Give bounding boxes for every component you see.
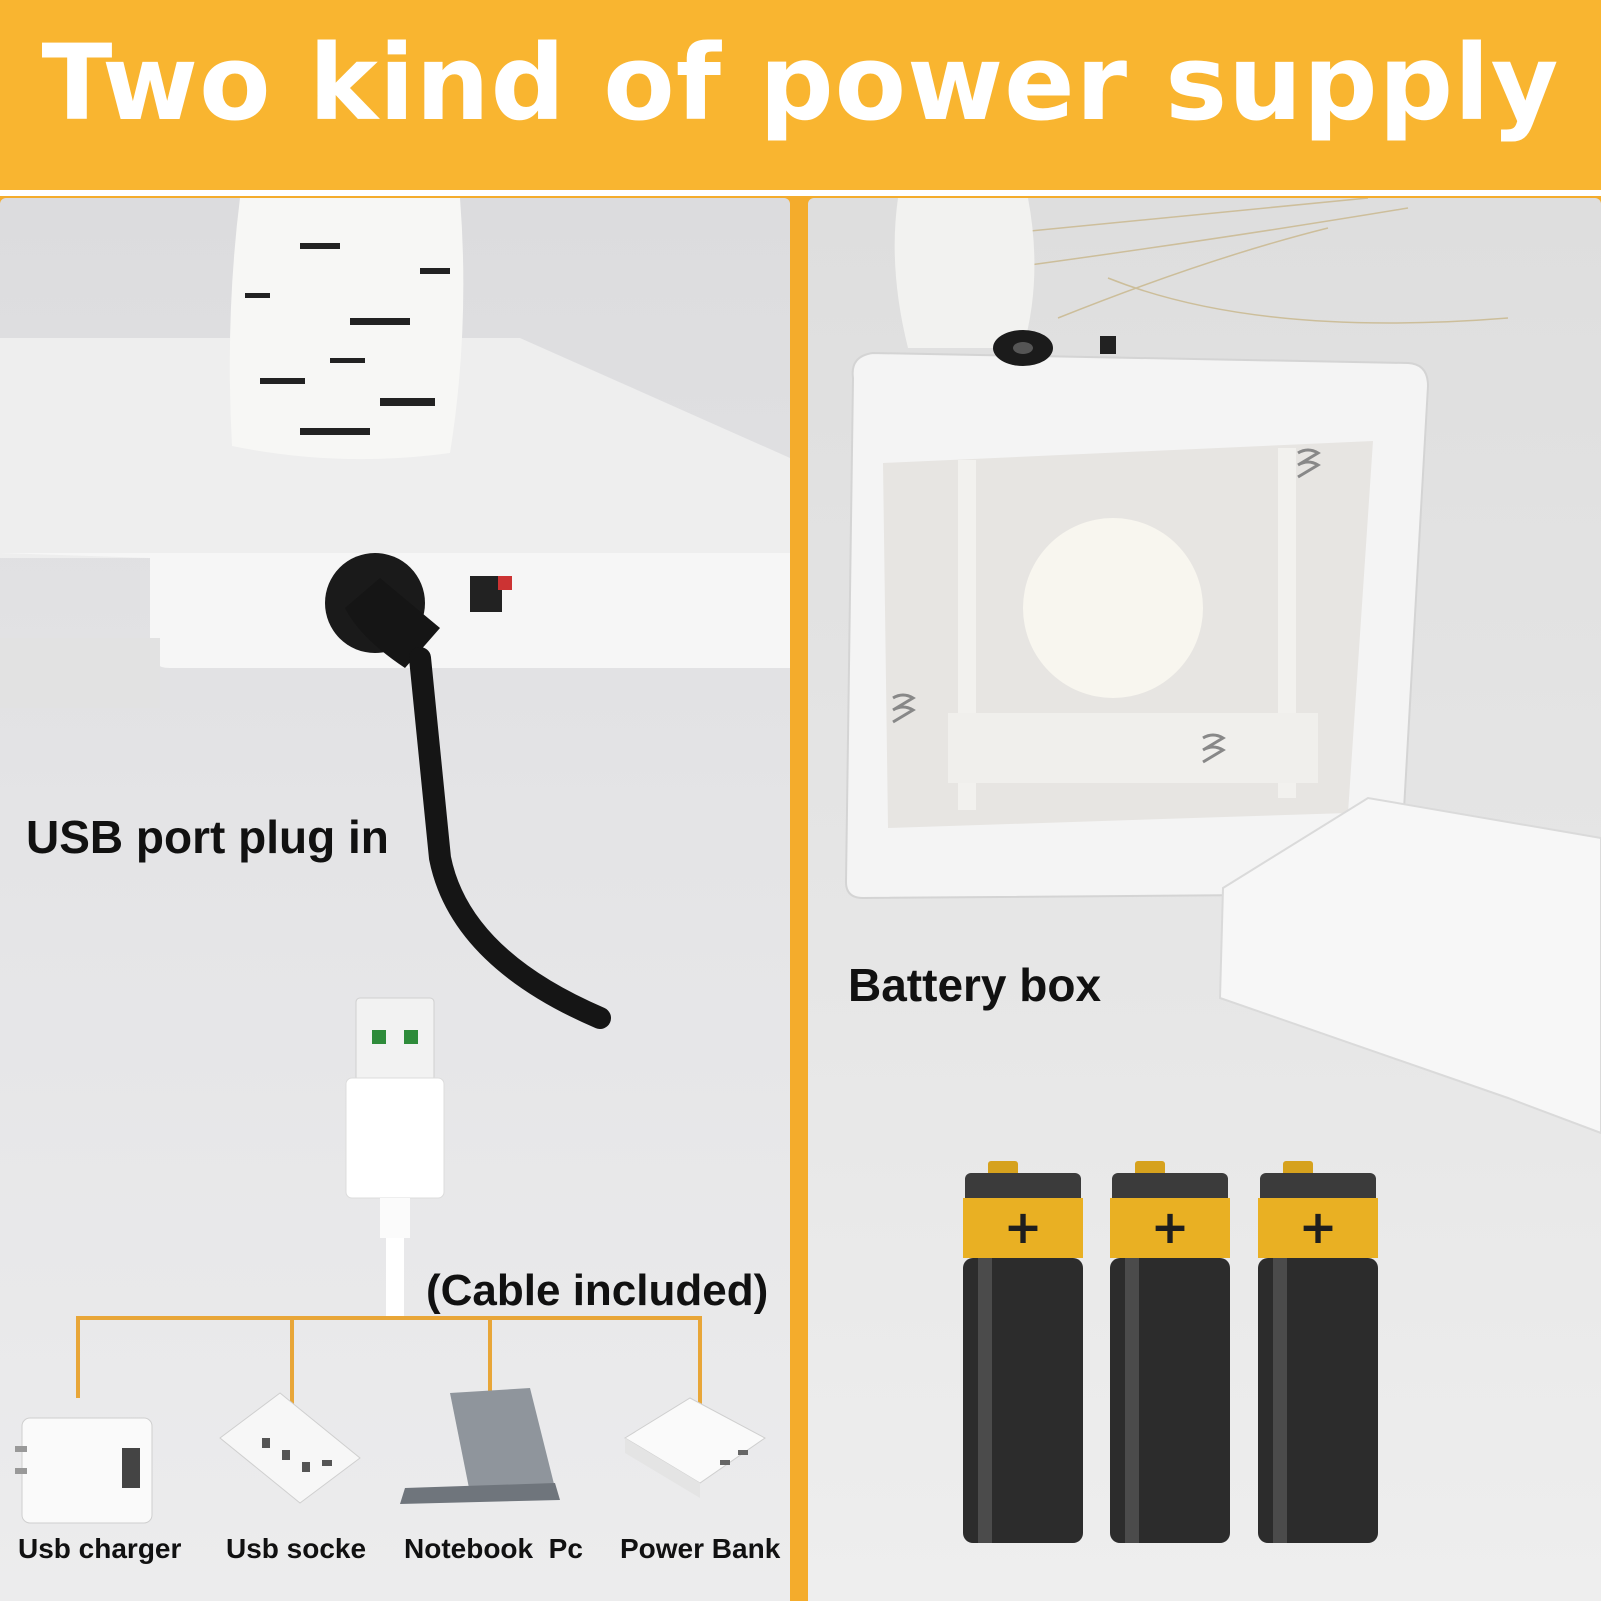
power-cable (409, 647, 611, 1029)
banner-divider (0, 190, 1601, 196)
battery-group: + + + (963, 1161, 1378, 1543)
usb-plug-body (345, 1077, 445, 1199)
usb-power-panel: USB port plug in (Cable included) Usb ch… (0, 198, 790, 1601)
device-label-power-bank: Power Bank (620, 1533, 781, 1564)
cable-included-label: (Cable included) (426, 1266, 769, 1315)
battery-cover (1218, 796, 1601, 1135)
battery-springs (892, 448, 1321, 764)
aa-battery-3: + (1258, 1161, 1378, 1543)
power-bank-icon (624, 1397, 766, 1498)
birch-trunk (894, 198, 1035, 348)
page-title: Two kind of power supply (41, 22, 1560, 144)
usb-charger-icon (15, 1417, 153, 1524)
device-label-usb-charger: Usb charger (18, 1533, 182, 1564)
battery-box-label: Battery box (848, 959, 1102, 1011)
device-label-notebook: Notebook Pc (404, 1533, 583, 1564)
device-label-usb-socket: Usb socke (226, 1533, 367, 1564)
usb-port-label: USB port plug in (26, 811, 389, 863)
svg-text:+: + (1151, 1200, 1190, 1254)
battery-power-panel: Battery box + + + (808, 198, 1601, 1601)
svg-text:+: + (1299, 1200, 1338, 1254)
dc-plug (345, 578, 440, 668)
usb-plug-metal (355, 997, 435, 1083)
power-switch (1100, 336, 1116, 354)
usb-cable (386, 1238, 404, 1318)
device-connector-lines (76, 1316, 702, 1408)
led-disc (1023, 518, 1203, 698)
power-switch (470, 576, 502, 612)
usb-socket-icon (219, 1392, 361, 1504)
title-banner: Two kind of power supply (0, 0, 1601, 190)
aa-battery-1: + (963, 1161, 1083, 1543)
laptop-icon (400, 1388, 560, 1504)
battery-scene-illustration (844, 198, 1601, 1135)
birch-trunk (229, 198, 464, 460)
svg-text:+: + (1004, 1200, 1043, 1254)
usb-scene-illustration (0, 198, 790, 1524)
bark-marks (245, 243, 450, 435)
aa-battery-2: + (1110, 1161, 1230, 1543)
